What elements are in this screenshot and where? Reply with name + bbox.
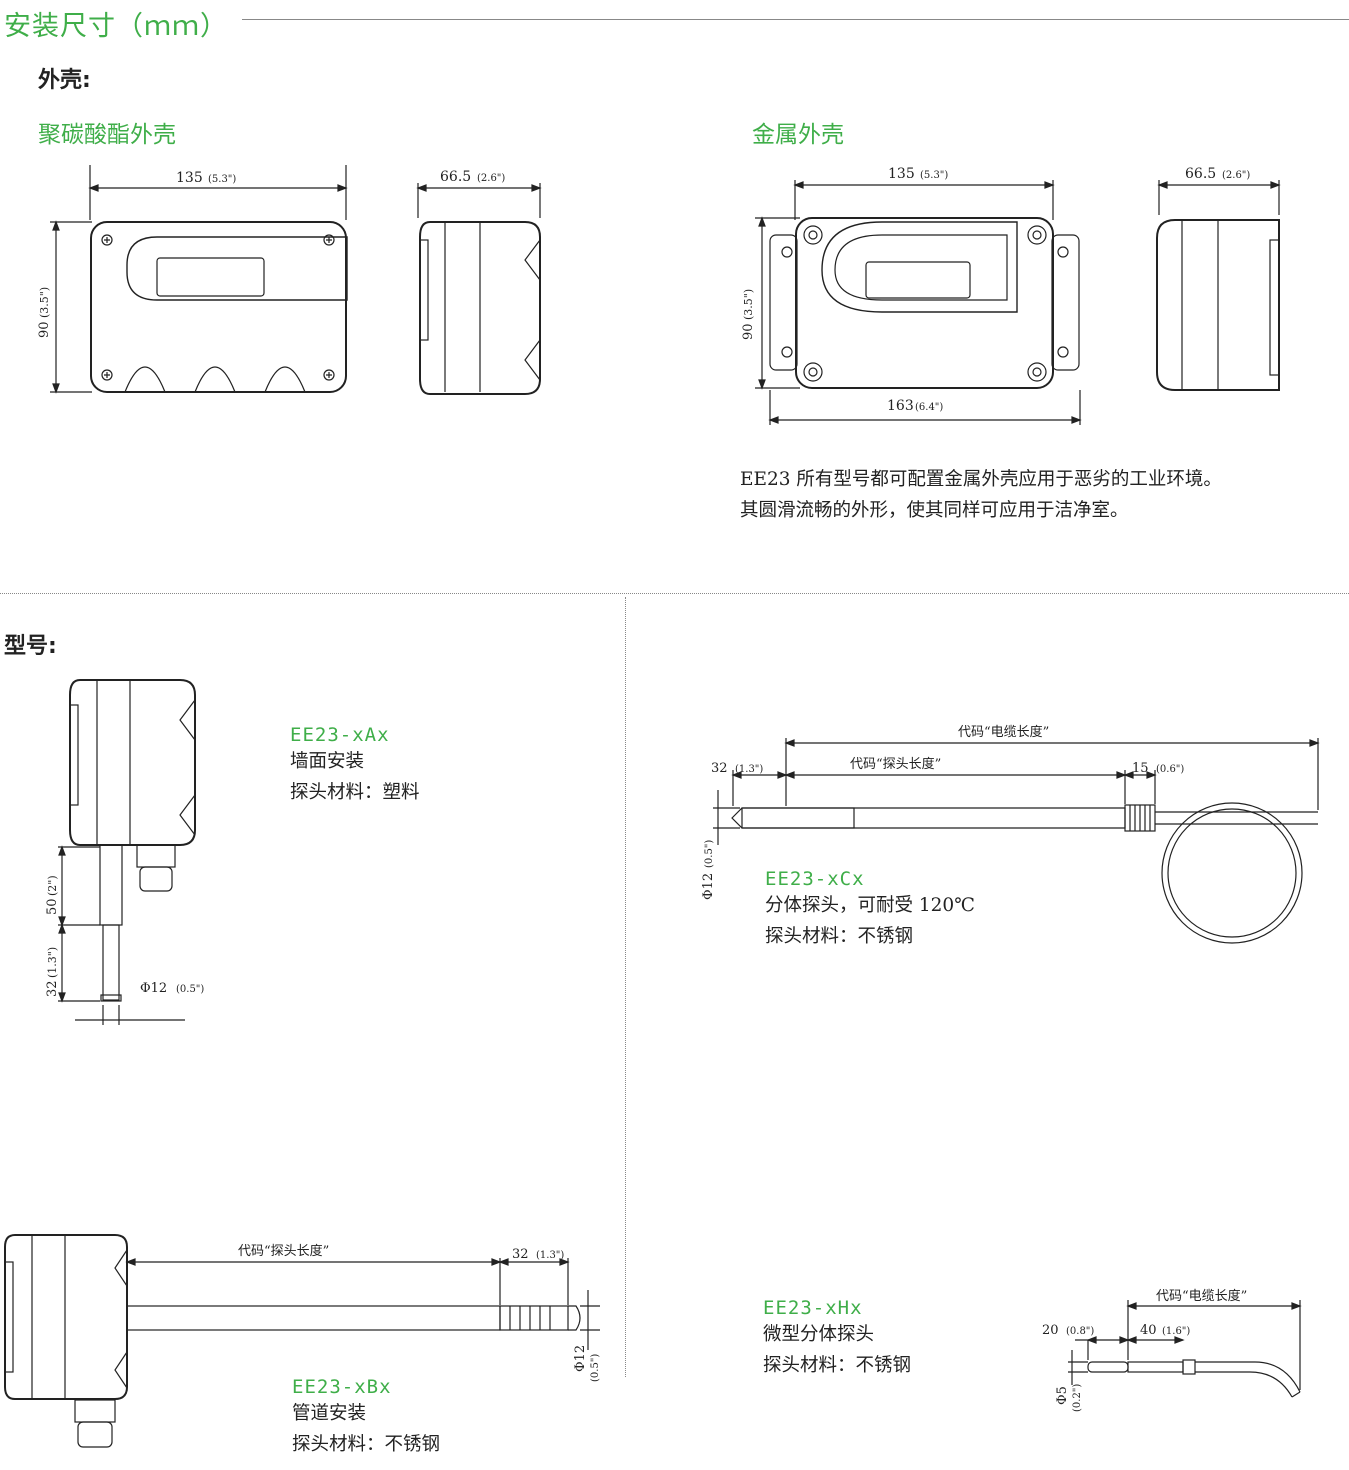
metal-total-in: (6.4") (915, 402, 943, 413)
h-tip-in: (0.8") (1066, 1326, 1094, 1337)
metal-total-dim: 163 (887, 398, 914, 414)
metal-height-in: (3.5") (742, 289, 755, 320)
model-c-code: EE23-xCx (765, 868, 865, 890)
a-dim2: 32 (45, 980, 60, 997)
c-tip: 32 (711, 761, 728, 776)
model-c-line2: 探头材料：不锈钢 (765, 926, 914, 947)
a-dia: Φ12 (140, 981, 167, 996)
c-end: 15 (1132, 761, 1149, 776)
section-divider (0, 593, 1349, 594)
pc-housing-title: 聚碳酸酯外壳 (38, 122, 176, 148)
column-divider (625, 597, 626, 1377)
pc-height-dim: 90 (37, 321, 52, 338)
b-tip-in: (1.3") (536, 1250, 564, 1261)
b-dia-in: (0.5") (590, 1354, 601, 1382)
h-cable-len: 代码“电缆长度” (1156, 1288, 1247, 1304)
model-h-text: EE23-xHx 微型分体探头 探头材料：不锈钢 (763, 1297, 911, 1381)
model-b-line2: 探头材料：不锈钢 (292, 1434, 441, 1455)
model-a-text: EE23-xAx 墙面安装 探头材料：塑料 (290, 724, 420, 808)
model-a-line2: 探头材料：塑料 (290, 782, 420, 803)
pc-height-in: (3.5") (38, 287, 51, 318)
metal-width-dim: 135 (888, 166, 915, 182)
model-h-code: EE23-xHx (763, 1297, 863, 1319)
section-rule (242, 19, 1349, 20)
c-end-in: (0.6") (1156, 764, 1184, 775)
a-dim1: 50 (45, 898, 60, 915)
b-probe-len: 代码“探头长度” (238, 1243, 329, 1259)
c-tip-in: (1.3") (735, 764, 763, 775)
c-cable-len: 代码“电缆长度” (958, 724, 1049, 740)
section-title: 安装尺寸（ｍｍ） (4, 11, 228, 42)
pc-width-in: (5.3") (208, 174, 236, 185)
a-dim1-in: (2") (46, 875, 59, 896)
h-dia: Φ5 (1055, 1386, 1070, 1405)
model-h-line1: 微型分体探头 (763, 1324, 875, 1345)
h-mid: 40 (1140, 1323, 1157, 1338)
model-c-text: EE23-xCx 分体探头，可耐受 120℃ 探头材料：不锈钢 (765, 868, 975, 952)
model-a-code: EE23-xAx (290, 724, 390, 746)
h-dia-in: (0.2") (1072, 1384, 1083, 1412)
metal-width-in: (5.3") (920, 170, 948, 181)
metal-desc-line2: 其圆滑流畅的外形，使其同样可应用于洁净室。 (740, 500, 1129, 521)
model-h-line2: 探头材料：不锈钢 (763, 1355, 912, 1376)
model-b-code: EE23-xBx (292, 1376, 392, 1398)
b-dia: Φ12 (573, 1345, 588, 1372)
model-b-text: EE23-xBx 管道安装 探头材料：不锈钢 (292, 1376, 440, 1460)
metal-housing-title: 金属外壳 (752, 122, 844, 148)
c-dia: Φ12 (701, 873, 716, 900)
h-tip: 20 (1042, 1323, 1059, 1338)
a-dim2-in: (1.3") (46, 947, 59, 978)
metal-description: EE23 所有型号都可配置金属外壳应用于恶劣的工业环境。 其圆滑流畅的外形，使其… (740, 464, 1340, 526)
c-dia-in: (0.5") (704, 840, 715, 868)
pc-depth-dim: 66.5 (440, 169, 471, 185)
metal-depth-dim: 66.5 (1185, 166, 1216, 182)
metal-height-dim: 90 (741, 323, 756, 340)
model-c-line1: 分体探头，可耐受 120℃ (765, 895, 975, 916)
b-tip: 32 (512, 1247, 529, 1262)
housing-heading: 外壳: (38, 68, 91, 93)
a-dia-in: (0.5") (176, 984, 204, 995)
model-b-line1: 管道安装 (292, 1403, 367, 1424)
pc-width-dim: 135 (176, 170, 203, 186)
h-mid-in: (1.6") (1162, 1326, 1190, 1337)
metal-depth-in: (2.6") (1222, 170, 1250, 181)
metal-desc-line1: EE23 所有型号都可配置金属外壳应用于恶劣的工业环境。 (740, 469, 1222, 490)
c-probe-len: 代码“探头长度” (850, 756, 941, 772)
models-heading: 型号: (4, 634, 57, 659)
model-a-line1: 墙面安装 (290, 751, 365, 772)
pc-depth-in: (2.6") (477, 173, 505, 184)
